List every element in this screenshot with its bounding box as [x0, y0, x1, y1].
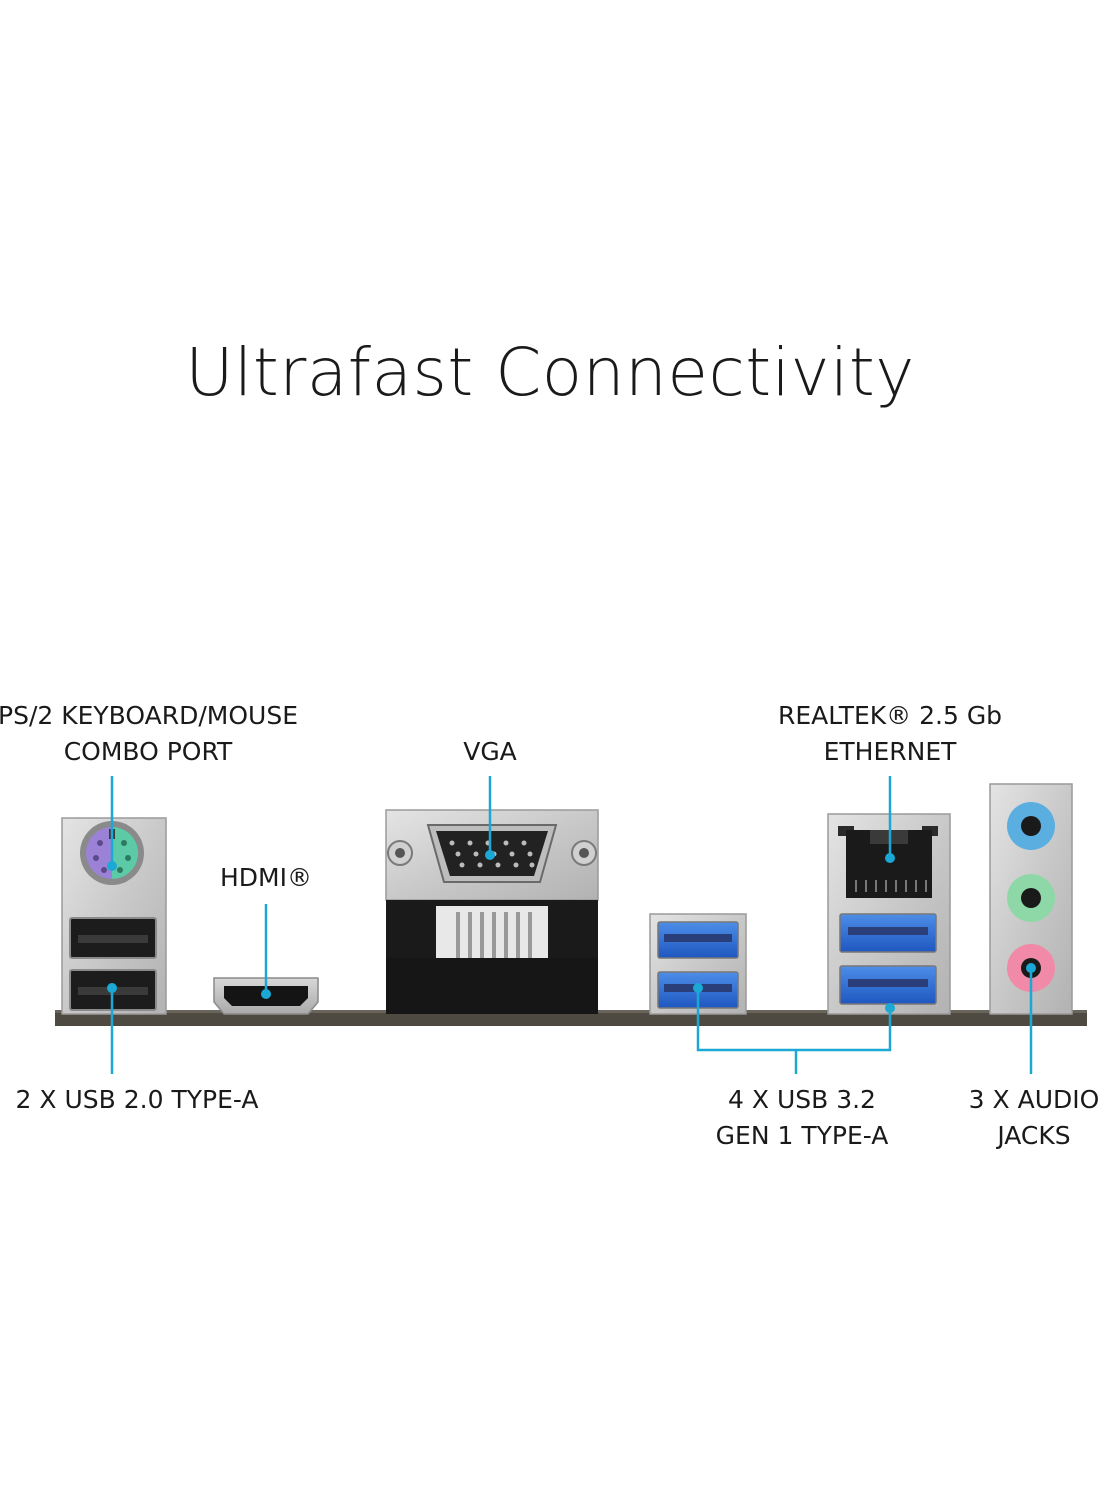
callout-lines — [110, 776, 1033, 1074]
label-ethernet-line1: REALTEK® 2.5 Gb — [777, 701, 1003, 730]
ethernet-port — [846, 830, 932, 898]
label-usb2: 2 X USB 2.0 TYPE-A — [15, 1085, 259, 1114]
label-usb32-line1: 4 X USB 3.2 — [728, 1085, 876, 1114]
ps2-purple-half — [86, 827, 112, 879]
label-audio-line2: JACKS — [997, 1121, 1071, 1150]
label-ps2-port: PS/2 KEYBOARD/MOUSE COMBO PORT — [0, 698, 298, 770]
callout-usb32 — [696, 988, 892, 1052]
ethernet-usb32-stack — [827, 813, 951, 1015]
label-hdmi: HDMI® — [220, 863, 312, 892]
page-title: Ultrafast Connectivity — [185, 334, 915, 411]
label-usb32-line2: GEN 1 TYPE-A — [715, 1121, 889, 1150]
label-audio-line1: 3 X AUDIO — [968, 1085, 1100, 1114]
label-vga: VGA — [463, 737, 517, 766]
vga-port — [385, 809, 599, 1014]
label-ethernet-line2: ETHERNET — [823, 737, 957, 766]
audio-jack-stack — [989, 783, 1073, 1015]
label-ps2-line1: PS/2 KEYBOARD/MOUSE — [0, 701, 298, 730]
label-audio: 3 X AUDIO JACKS — [969, 1082, 1100, 1154]
label-usb32: 4 X USB 3.2 GEN 1 TYPE-A — [716, 1082, 889, 1154]
ps2-green-half — [112, 827, 138, 879]
label-ethernet: REALTEK® 2.5 Gb ETHERNET — [778, 698, 1002, 770]
callout-dots — [107, 850, 1036, 1013]
label-ps2-line2: COMBO PORT — [63, 737, 233, 766]
